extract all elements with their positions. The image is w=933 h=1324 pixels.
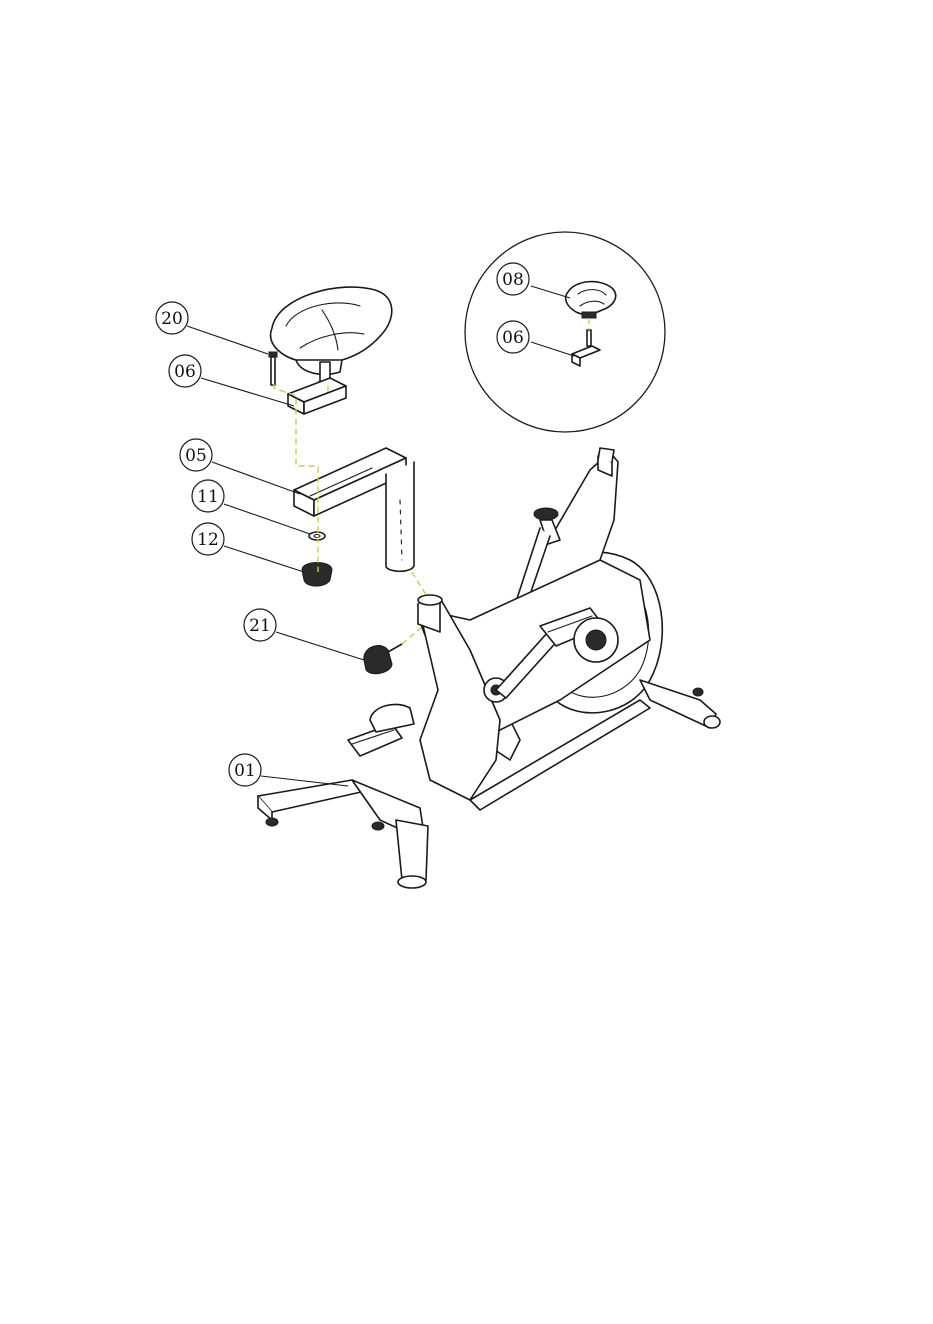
callout-01: 01	[229, 754, 348, 786]
callout-20-label: 20	[161, 309, 183, 329]
saddle-part	[271, 287, 392, 387]
detail-circle	[465, 232, 665, 432]
callout-05-label: 05	[185, 446, 207, 466]
callout-21-label: 21	[249, 616, 271, 636]
callout-08-label: 08	[502, 270, 524, 290]
bolt-20	[269, 352, 277, 385]
callout-11-label: 11	[197, 487, 219, 507]
washer-11	[309, 532, 325, 540]
callout-21: 21	[244, 609, 364, 660]
knob-21	[364, 644, 402, 674]
bike-frame	[258, 448, 720, 888]
callout-12: 12	[192, 523, 304, 572]
callout-01-label: 01	[234, 761, 256, 781]
callout-08: 08	[497, 263, 529, 295]
detail-view: 08 06	[465, 232, 665, 432]
seat-guide-line	[274, 384, 318, 572]
callout-06-detail-label: 06	[502, 328, 524, 348]
callout-12-label: 12	[197, 530, 219, 550]
knob-12	[302, 563, 332, 587]
callout-20: 20	[156, 302, 268, 354]
callout-06-detail: 06	[497, 321, 529, 353]
post-guide-line	[412, 572, 428, 598]
callout-06-label: 06	[174, 362, 196, 382]
